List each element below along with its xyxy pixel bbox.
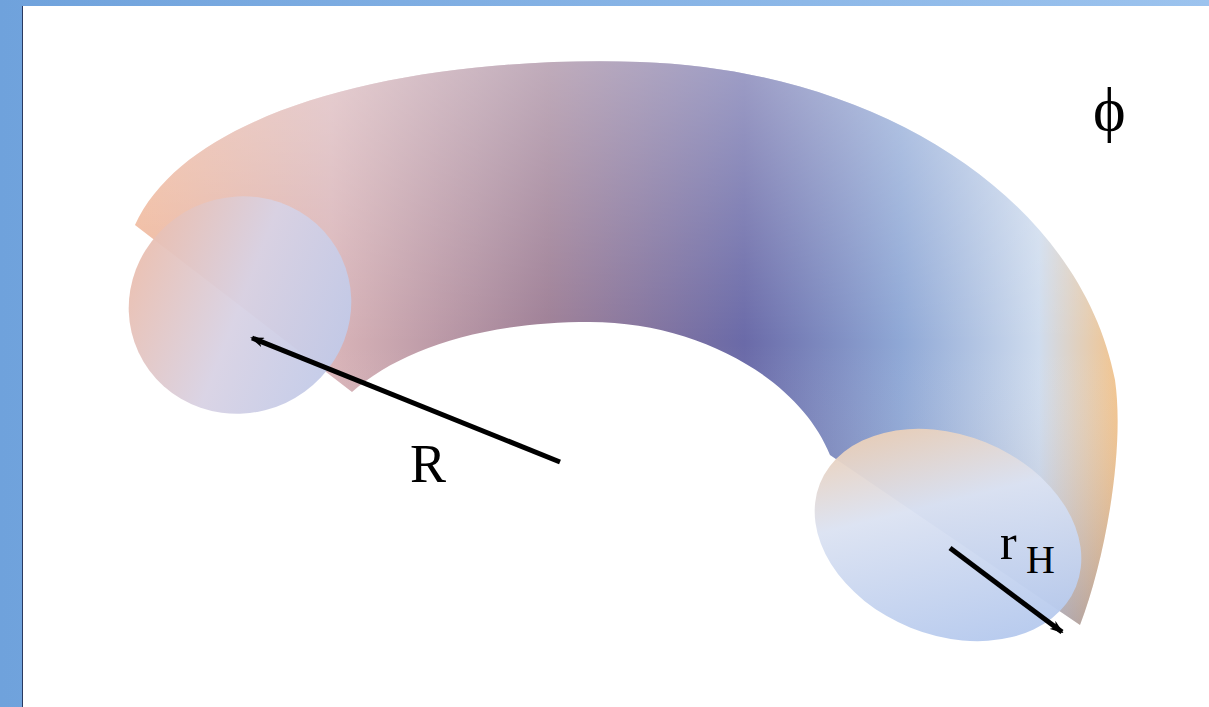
angle-symbol: ϕ — [1093, 78, 1126, 140]
tube-radius-label: r — [1000, 517, 1017, 567]
subscript-label: H — [1026, 540, 1055, 580]
radius-label: R — [410, 437, 446, 491]
